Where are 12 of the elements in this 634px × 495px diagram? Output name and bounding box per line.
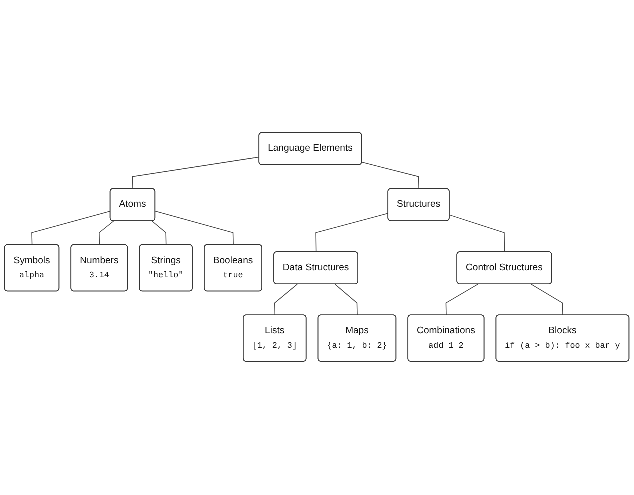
- connector: [132, 157, 260, 190]
- connector: [449, 215, 506, 253]
- connector: [152, 221, 167, 246]
- connector: [99, 221, 114, 246]
- connector: [531, 284, 564, 316]
- connector: [316, 213, 389, 253]
- connector: [274, 284, 298, 316]
- connector: [334, 284, 358, 316]
- connector: [446, 284, 478, 316]
- connector: [155, 211, 234, 246]
- connector: [362, 162, 420, 190]
- connector: [32, 211, 111, 246]
